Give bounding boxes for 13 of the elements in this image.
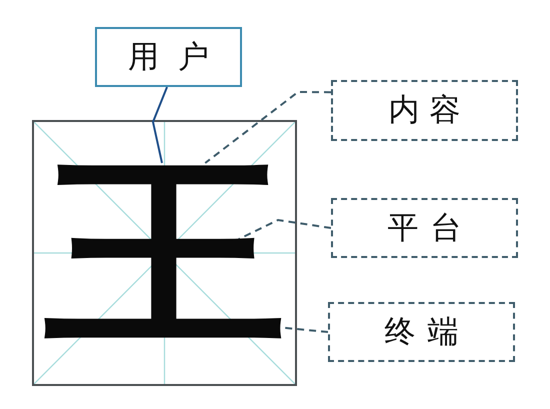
callout-box — [95, 27, 242, 87]
calligraphy-character: 王 — [42, 163, 282, 340]
leader-line — [238, 218, 332, 240]
callout-text: 平台 — [386, 210, 474, 246]
callout-text: 内容 — [388, 93, 470, 128]
writing-grid — [32, 120, 297, 386]
dashed-callout-box — [331, 198, 518, 258]
leader-line — [204, 91, 331, 164]
dashed-callout-box — [331, 80, 518, 141]
leader-line — [152, 86, 168, 164]
dashed-callout-box — [328, 302, 515, 362]
callout-text: 用户 — [126, 40, 228, 74]
callout-text: 终端 — [383, 314, 472, 350]
